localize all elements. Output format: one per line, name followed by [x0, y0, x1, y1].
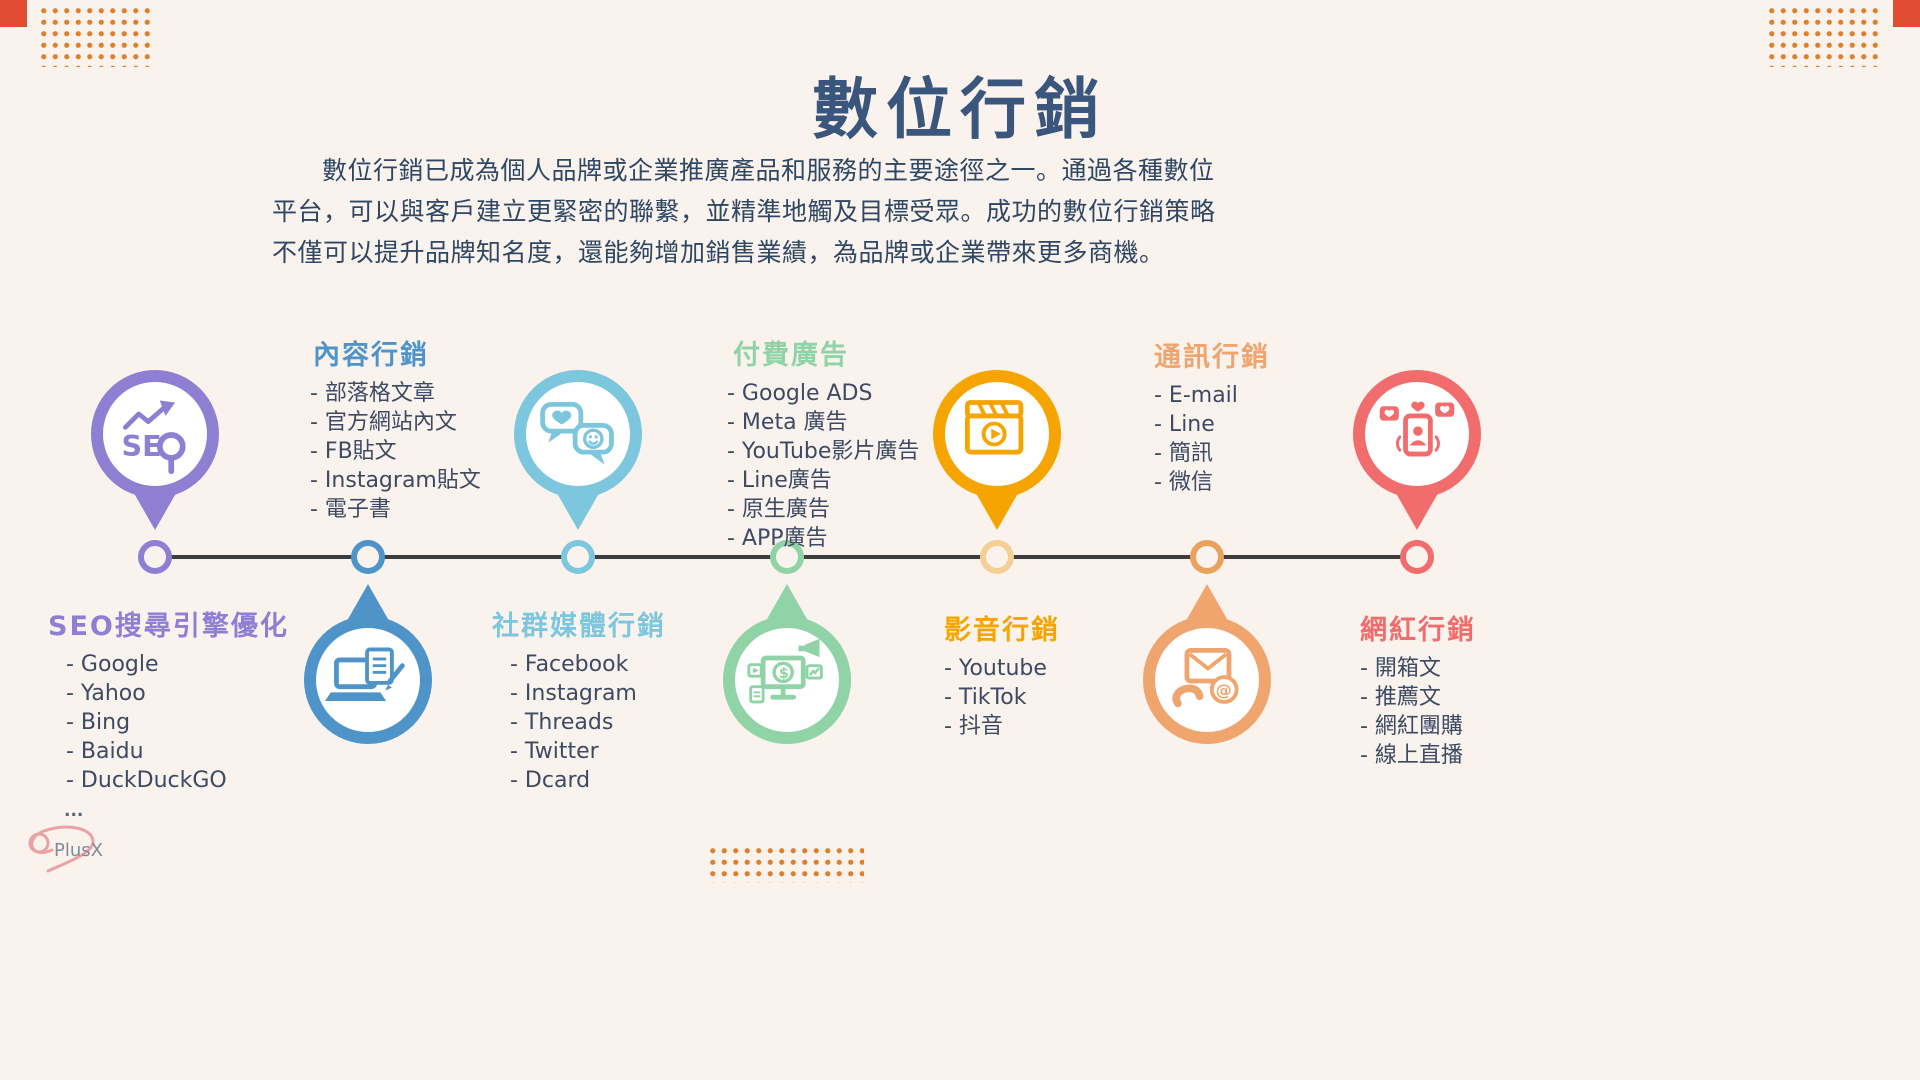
list-item: - 微信 — [1154, 470, 1213, 495]
phone-email-icon: @ — [1172, 647, 1239, 708]
list-item: - 簡訊 — [1154, 441, 1213, 466]
laptop-writing-icon — [325, 647, 405, 702]
marker-video-pin — [932, 370, 1062, 530]
list-item: - TikTok — [944, 685, 1027, 710]
section-messaging: 通訊行銷 - E-mail - Line - 簡訊 - 微信 — [1154, 335, 1270, 497]
intro-line: 不僅可以提升品牌知名度，還能夠增加銷售業績，為品牌或企業帶來更多商機。 — [272, 238, 1165, 267]
marker-social-pin — [513, 370, 643, 530]
logo-text: PlusX — [54, 840, 103, 861]
timeline-node-influencer — [1400, 540, 1434, 574]
list-item: - Bing — [66, 710, 131, 735]
list-item: - 官方網站內文 — [310, 410, 457, 435]
list-item: - Baidu — [66, 739, 144, 764]
clapperboard-play-icon — [964, 400, 1024, 455]
list-item: - 部落格文章 — [310, 381, 435, 406]
corner-square-top-left — [0, 0, 27, 27]
corner-square-top-right — [1893, 0, 1920, 27]
section-title: 付費廣告 — [733, 340, 849, 371]
list-item: - Youtube — [944, 656, 1047, 681]
list-item: - YouTube影片廣告 — [727, 439, 920, 464]
list-item: - 原生廣告 — [727, 497, 830, 522]
plusx-logo: ... PlusX — [18, 798, 128, 877]
section-social: 社群媒體行銷 - Facebook - Instagram - Threads … — [492, 604, 666, 795]
section-title: 影音行銷 — [944, 615, 1060, 646]
marker-circle — [514, 370, 642, 498]
list-item: - Google — [66, 652, 159, 677]
section-content: 內容行銷 - 部落格文章 - 官方網站內文 - FB貼文 - Instagram… — [310, 333, 481, 524]
plusx-logo-swirl: ... PlusX — [28, 801, 103, 873]
list-item: - 抖音 — [944, 714, 1003, 739]
logo-ellipsis: ... — [64, 801, 83, 821]
list-item: - 電子書 — [310, 497, 391, 522]
dot-grid-top-left — [38, 5, 154, 67]
list-item: - 線上直播 — [1360, 743, 1463, 768]
list-item: - FB貼文 — [310, 439, 397, 464]
dot-grid-top-right — [1766, 5, 1882, 67]
marker-circle: SE — [91, 370, 219, 498]
phone-likes-icon — [1379, 401, 1455, 457]
marker-messaging-drop: @ — [1142, 584, 1272, 744]
section-title: SEO搜尋引擎優化 — [48, 611, 289, 642]
list-item: - Yahoo — [66, 681, 146, 706]
timeline-node-messaging — [1190, 540, 1224, 574]
list-item: - Twitter — [510, 739, 599, 764]
intro-line: 平台，可以與客戶建立更緊密的聯繫，並精準地觸及目標受眾。成功的數位行銷策略 — [272, 197, 1216, 226]
list-item: - 推薦文 — [1360, 685, 1441, 710]
section-paid-ads: 付費廣告 - Google ADS - Meta 廣告 - YouTube影片廣… — [727, 333, 919, 553]
svg-text:$: $ — [779, 666, 789, 682]
section-influencer: 網紅行銷 - 開箱文 - 推薦文 - 網紅團購 - 線上直播 — [1360, 608, 1476, 770]
section-title: 網紅行銷 — [1360, 615, 1476, 646]
list-item: - Dcard — [510, 768, 591, 793]
list-item: - APP廣告 — [727, 526, 828, 551]
list-item: - 開箱文 — [1360, 656, 1441, 681]
section-seo: SEO搜尋引擎優化 - Google - Yahoo - Bing - Baid… — [48, 604, 289, 795]
list-item: - E-mail — [1154, 383, 1238, 408]
list-item: - Meta 廣告 — [727, 410, 848, 435]
page-title: 數位行銷 — [812, 71, 1108, 148]
marker-circle: $ — [723, 616, 851, 744]
marker-circle — [304, 616, 432, 744]
list-item: - Facebook — [510, 652, 629, 677]
section-title: 內容行銷 — [313, 340, 429, 371]
marker-influencer-pin — [1352, 370, 1482, 530]
intro-line: 數位行銷已成為個人品牌或企業推廣產品和服務的主要途徑之一。通過各種數位 — [322, 156, 1215, 185]
marker-circle — [933, 370, 1061, 498]
list-item: - Threads — [510, 710, 614, 735]
timeline-node-paid-ads — [770, 540, 804, 574]
section-video: 影音行銷 - Youtube - TikTok - 抖音 — [944, 608, 1060, 741]
list-item: - Instagram — [510, 681, 637, 706]
list-item: - DuckDuckGO — [66, 768, 227, 793]
chat-bubbles-icon — [540, 401, 614, 465]
marker-circle: @ — [1143, 616, 1271, 744]
marker-circle — [1353, 370, 1481, 498]
marker-paid-ads-drop: $ — [722, 584, 852, 744]
digital-ads-monitor-icon: $ — [747, 638, 823, 704]
section-title: 通訊行銷 — [1154, 342, 1270, 373]
dot-grid-bottom-center — [707, 845, 864, 883]
timeline-node-seo — [138, 540, 172, 574]
svg-text:SE: SE — [122, 429, 162, 463]
marker-content-drop — [303, 584, 433, 744]
list-item: - Line — [1154, 412, 1215, 437]
marker-seo-pin: SE — [90, 370, 220, 530]
list-item: - Google ADS — [727, 381, 873, 406]
timeline-node-social — [561, 540, 595, 574]
timeline-node-content — [351, 540, 385, 574]
intro-paragraph: 數位行銷已成為個人品牌或企業推廣產品和服務的主要途徑之一。通過各種數位 平台，可… — [272, 150, 1288, 273]
seo-search-icon: SE — [122, 400, 186, 475]
list-item: - Line廣告 — [727, 468, 832, 493]
section-title: 社群媒體行銷 — [492, 611, 666, 642]
timeline-node-video — [980, 540, 1014, 574]
list-item: - 網紅團購 — [1360, 714, 1463, 739]
list-item: - Instagram貼文 — [310, 468, 481, 493]
svg-text:@: @ — [1216, 680, 1232, 699]
